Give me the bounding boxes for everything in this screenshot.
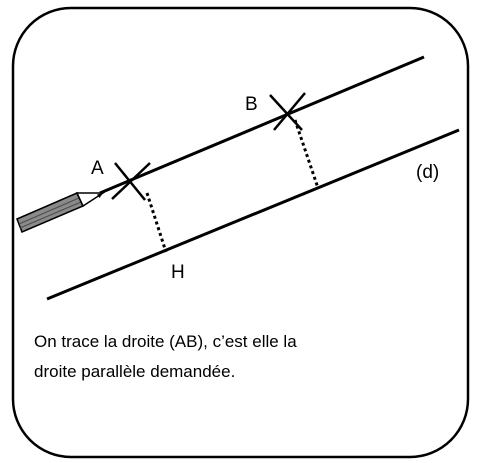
line-d: [46, 128, 460, 301]
label-point-h: H: [171, 262, 185, 283]
line-ab: [99, 55, 425, 195]
caption-line-2: droite parallèle demandée.: [34, 362, 236, 381]
diagram-frame: [11, 6, 470, 459]
label-line-d: (d): [416, 162, 439, 183]
perpendicular-b: [293, 119, 320, 189]
label-point-a: A: [91, 158, 104, 179]
caption-text: On trace la droite (AB), c’est elle la d…: [34, 327, 434, 387]
point-a-cross: [111, 162, 151, 201]
point-b-cross: [269, 92, 306, 131]
perpendicular-a-h: [145, 192, 168, 253]
pencil-icon: [16, 192, 106, 233]
caption-line-1: On trace la droite (AB), c’est elle la: [34, 332, 297, 351]
label-point-b: B: [245, 94, 258, 115]
